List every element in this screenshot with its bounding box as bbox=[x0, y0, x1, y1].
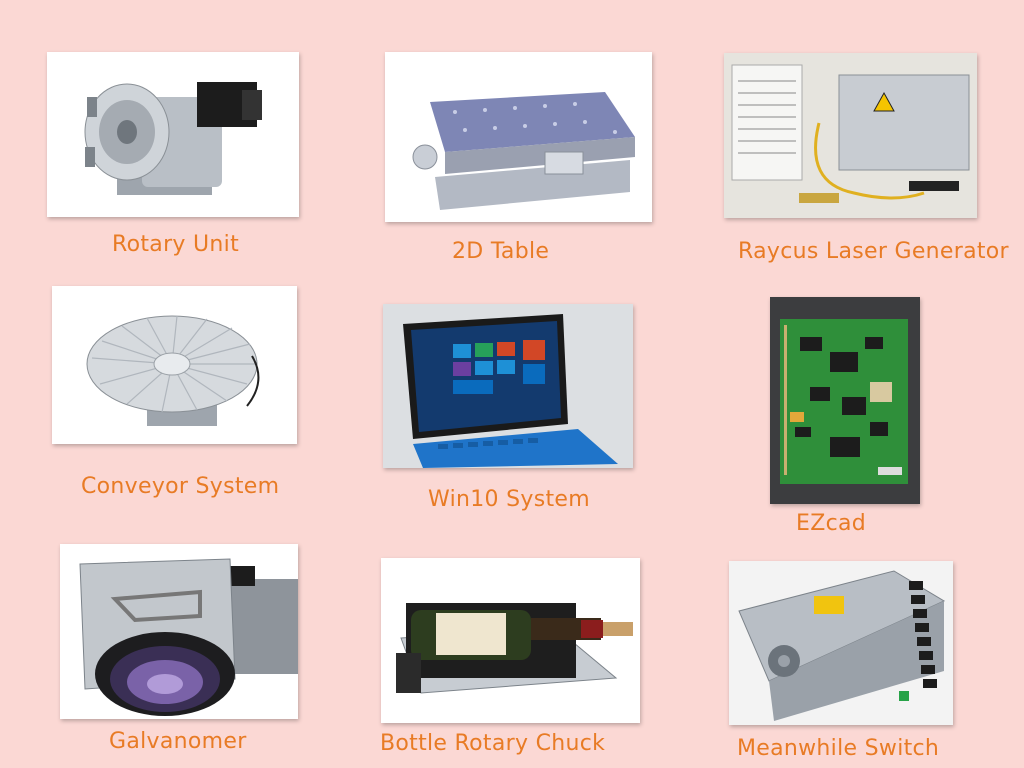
rotary-unit-photo bbox=[47, 52, 299, 217]
caption-galvanomer: Galvanomer bbox=[109, 729, 247, 754]
ezcad-board-photo bbox=[770, 297, 920, 504]
raycus-laser-generator-photo bbox=[724, 53, 977, 218]
caption-conveyor-system: Conveyor System bbox=[81, 474, 280, 499]
2d-table-photo bbox=[385, 52, 652, 222]
conveyor-system-photo bbox=[52, 286, 297, 444]
caption-raycus-laser-generator: Raycus Laser Generator bbox=[738, 239, 1009, 264]
caption-meanwhile-switch: Meanwhile Switch bbox=[737, 736, 940, 761]
caption-win10-system: Win10 System bbox=[428, 487, 590, 512]
caption-bottle-rotary-chuck: Bottle Rotary Chuck bbox=[380, 731, 606, 756]
caption-ezcad: EZcad bbox=[796, 511, 867, 536]
win10-system-photo bbox=[383, 304, 633, 468]
caption-2d-table: 2D Table bbox=[452, 239, 550, 264]
bottle-rotary-chuck-photo bbox=[381, 558, 640, 723]
galvanometer-photo bbox=[60, 544, 298, 719]
meanwhile-switch-photo bbox=[729, 561, 953, 725]
caption-rotary-unit: Rotary Unit bbox=[112, 232, 240, 257]
